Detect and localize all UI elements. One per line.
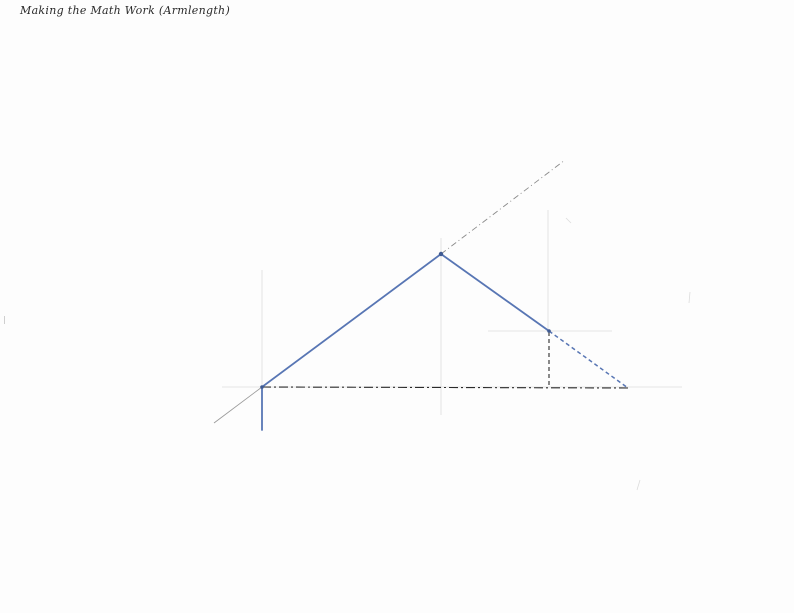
forearm-extension-dashed — [548, 330, 629, 389]
wrist-joint-point — [547, 329, 551, 333]
guide-tick-lower-right — [636, 479, 641, 491]
upper-arm-extension-line — [440, 159, 566, 255]
elbow-joint-point — [438, 251, 444, 257]
forearm-segment — [440, 253, 550, 332]
baseline-dashed — [261, 386, 631, 389]
left-edge-mark — [4, 316, 5, 324]
guide-tick-far-right — [688, 291, 691, 304]
shoulder-joint-point — [260, 385, 264, 389]
page-title: Making the Math Work (Armlength) — [20, 4, 231, 17]
upper-arm-segment — [261, 253, 442, 388]
construction-guides — [222, 210, 691, 491]
guide-tick-right — [565, 217, 572, 224]
shoulder-extension-line — [213, 386, 263, 424]
